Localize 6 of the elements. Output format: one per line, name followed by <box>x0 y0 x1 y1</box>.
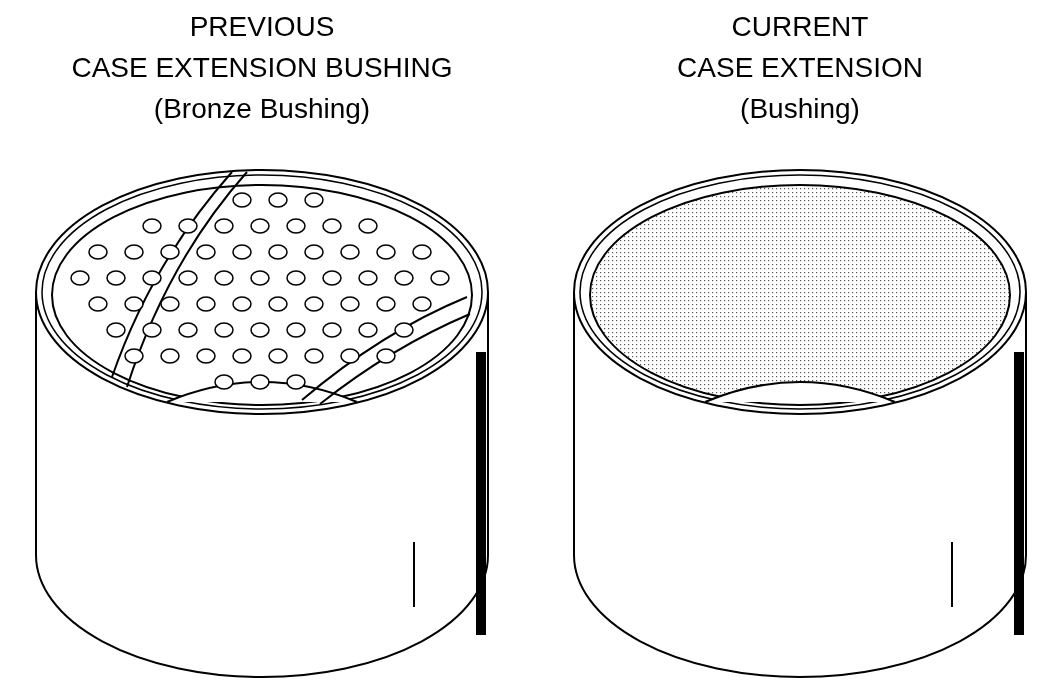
heading-text: CASE EXTENSION <box>677 51 923 85</box>
heading-text: (Bushing) <box>740 92 860 126</box>
heading-text: CURRENT <box>731 10 869 44</box>
heading-text: PREVIOUS <box>189 10 335 44</box>
heading-text: CASE EXTENSION BUSHING <box>71 51 453 85</box>
heading-text: (Bronze Bushing) <box>153 92 371 126</box>
